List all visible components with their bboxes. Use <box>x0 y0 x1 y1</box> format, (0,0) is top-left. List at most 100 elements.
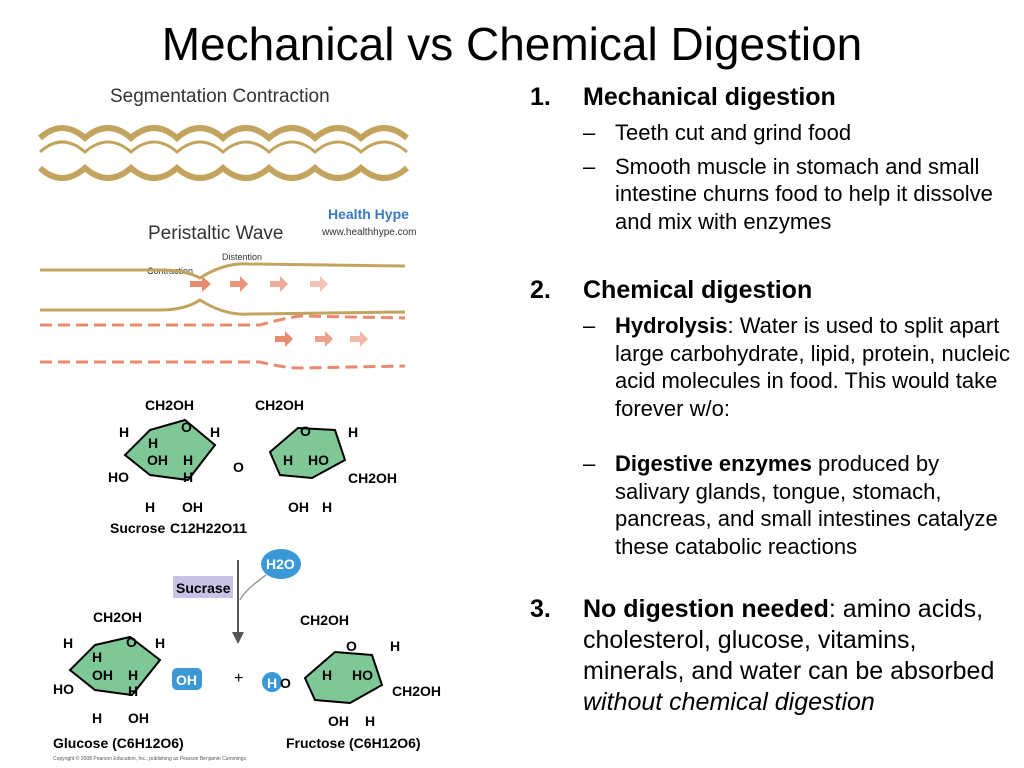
bullet-list: 1. Mechanical digestion – Teeth cut and … <box>530 82 1014 718</box>
dash-icon: – <box>583 153 596 179</box>
svg-text:H: H <box>283 452 293 468</box>
svg-text:H: H <box>210 424 220 440</box>
dash-icon: – <box>583 451 596 476</box>
sub-bullet: – Smooth muscle in stomach and small int… <box>583 153 1014 236</box>
svg-text:H: H <box>322 499 332 515</box>
enzyme-box <box>173 576 233 598</box>
svg-text:OH: OH <box>128 710 149 726</box>
svg-text:H: H <box>390 638 400 654</box>
ch2oh-label: CH2OH <box>300 612 349 628</box>
ch2oh-label: CH2OH <box>145 397 194 413</box>
ch2oh-label: CH2OH <box>255 397 304 413</box>
sub-bullet-text: Teeth cut and grind food <box>615 120 852 145</box>
fructose-label: Fructose (C6H12O6) <box>286 735 421 751</box>
list-item-2: 2. Chemical digestion <box>530 275 1014 306</box>
svg-text:H: H <box>92 710 102 726</box>
svg-text:H: H <box>148 435 158 451</box>
reaction-arrow-icon <box>232 632 244 644</box>
arrow-icon <box>350 331 368 347</box>
svg-text:OH: OH <box>147 452 168 468</box>
list-item-1: 1. Mechanical digestion <box>530 82 1014 113</box>
svg-text:H: H <box>128 683 138 699</box>
peristaltic-tube-dashed <box>40 314 406 370</box>
fructose-molecule: H O CH2OH O H H HO CH2OH OH H <box>262 612 441 729</box>
svg-text:CH2OH: CH2OH <box>348 470 397 486</box>
arrow-icon <box>190 276 211 292</box>
svg-text:H: H <box>63 635 73 651</box>
item-number: 3. <box>530 595 551 623</box>
svg-text:H: H <box>183 452 193 468</box>
segmentation-tube <box>37 125 409 181</box>
arrow-icon <box>230 276 248 292</box>
sub-bullet: – Digestive enzymes produced by salivary… <box>583 450 1014 560</box>
flow-arrows <box>190 276 368 347</box>
glucose-label: Glucose (C6H12O6) <box>53 735 184 751</box>
sub-bullet-text: Smooth muscle in stomach and small intes… <box>615 153 993 234</box>
brand-url: www.healthhype.com <box>321 227 417 238</box>
svg-text:H: H <box>155 635 165 651</box>
svg-text:HO: HO <box>352 667 373 683</box>
list-item-3: 3. No digestion needed: amino acids, cho… <box>530 594 1014 718</box>
sub-bullet-bold: Digestive enzymes <box>615 451 812 476</box>
svg-text:OH: OH <box>176 672 197 688</box>
svg-text:H: H <box>145 499 155 515</box>
item-heading: Chemical digestion <box>583 276 813 304</box>
svg-text:H: H <box>322 667 332 683</box>
svg-text:H: H <box>348 424 358 440</box>
enzyme-label: Sucrase <box>176 580 231 596</box>
plus-sign: + <box>234 670 243 687</box>
svg-text:HO: HO <box>53 681 74 697</box>
arrow-icon <box>315 331 333 347</box>
svg-text:H: H <box>267 675 277 691</box>
sub-bullet: – Teeth cut and grind food <box>583 119 1014 147</box>
item-bold: No digestion needed <box>583 595 829 623</box>
svg-text:OH: OH <box>182 499 203 515</box>
sucrose-name: Sucrose <box>110 520 165 536</box>
item-text: : amino acids, cholesterol, glucose, vit… <box>583 595 995 685</box>
svg-text:OH: OH <box>288 499 309 515</box>
copyright-notice: Copyright © 2008 Pearson Education, Inc.… <box>53 755 247 762</box>
digestion-figure: Segmentation Contraction Peristaltic Wav… <box>37 86 441 762</box>
svg-text:O: O <box>126 634 137 650</box>
dash-icon: – <box>583 313 596 338</box>
svg-text:O: O <box>181 419 192 435</box>
item-italic: without chemical digestion <box>583 688 875 716</box>
brand-logo: Health Hype <box>328 206 409 222</box>
sub-bullet-text: produced by salivary glands, tongue, sto… <box>615 451 998 559</box>
arrow-icon <box>310 276 328 292</box>
svg-text:H: H <box>128 667 138 683</box>
svg-text:O: O <box>300 423 311 439</box>
svg-text:H: H <box>92 649 102 665</box>
svg-text:H: H <box>365 713 375 729</box>
slide-title: Mechanical vs Chemical Digestion <box>161 18 863 70</box>
peristaltic-tube <box>40 262 406 316</box>
peristaltic-label: Peristaltic Wave <box>148 223 284 244</box>
item-number: 2. <box>530 276 551 304</box>
item-heading: Mechanical digestion <box>583 83 836 111</box>
arrow-icon <box>270 276 288 292</box>
svg-text:HO: HO <box>108 469 129 485</box>
sub-bullet: – Hydrolysis: Water is used to split apa… <box>583 312 1014 422</box>
svg-text:OH: OH <box>328 713 349 729</box>
svg-text:H: H <box>183 469 193 485</box>
arrow-icon <box>275 331 293 347</box>
svg-text:CH2OH: CH2OH <box>392 683 441 699</box>
water-badge <box>261 549 301 579</box>
svg-text:HO: HO <box>308 452 329 468</box>
ch2oh-label: CH2OH <box>93 609 142 625</box>
distention-label: Distention <box>222 252 262 262</box>
sub-bullet-text: : Water is used to split apart large car… <box>615 313 1011 421</box>
svg-text:O: O <box>346 638 357 654</box>
item-number: 1. <box>530 83 551 111</box>
svg-text:OH: OH <box>92 667 113 683</box>
svg-text:O: O <box>280 675 291 691</box>
sucrose-label: C12H22O11 <box>170 520 247 536</box>
svg-text:O: O <box>233 459 244 475</box>
svg-text:H: H <box>119 424 129 440</box>
water-label: H2O <box>266 556 295 572</box>
sub-bullet-bold: Hydrolysis <box>615 313 728 338</box>
segmentation-label: Segmentation Contraction <box>110 86 330 107</box>
dash-icon: – <box>583 120 596 145</box>
